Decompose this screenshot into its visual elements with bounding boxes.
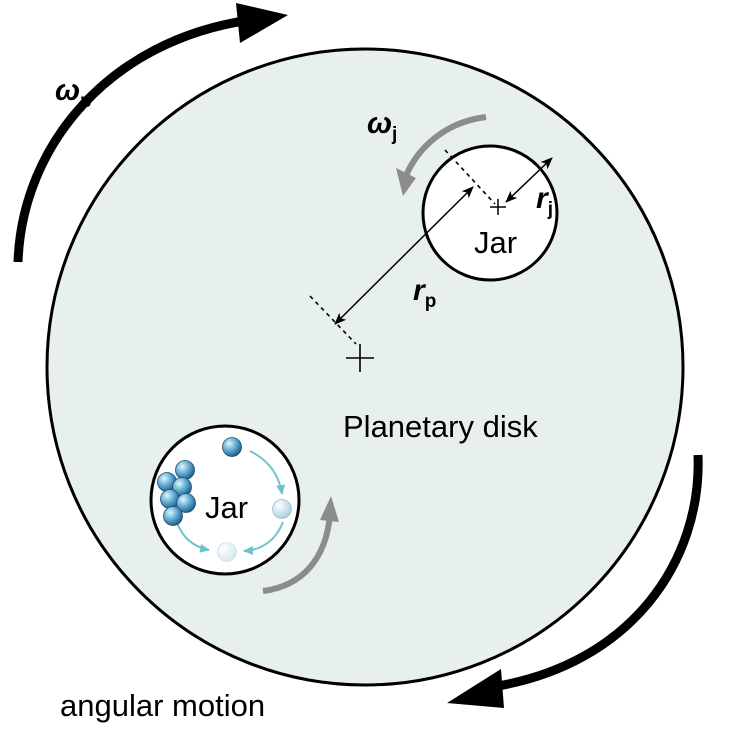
disk-rotation-arrow-bottom: [491, 454, 703, 692]
ball-ghost: [272, 499, 292, 519]
disk-center-cross: [346, 344, 374, 372]
disk-rotation-arrow-top: [13, 15, 251, 263]
planetary-disk-label: Planetary disk: [343, 409, 538, 444]
jar-center-cross: [490, 199, 506, 215]
disk-reference-dashes: [309, 295, 357, 345]
jar-top-label: Jar: [474, 225, 517, 260]
jar-bottom-label: Jar: [205, 490, 248, 525]
planetary-disk: [45, 47, 685, 687]
angular-motion-label: angular motion: [60, 688, 265, 723]
omega-j-label: ωj: [367, 107, 397, 145]
rp-label: rp: [413, 274, 436, 312]
omega-p-label: ωp: [55, 74, 92, 112]
grinding-balls: [157, 437, 292, 562]
disk-rotation-arrowhead-top: [236, 3, 288, 43]
ball-path-arrow-bottom-left: [176, 522, 210, 553]
ball: [222, 437, 242, 457]
ball: [175, 460, 195, 480]
jar-rotation-arrowhead-bottom: [320, 496, 339, 522]
jar-rotation-arrow-top: [402, 114, 487, 180]
ball: [163, 506, 183, 526]
ball-ghost: [217, 542, 237, 562]
rj-label: rj: [536, 182, 553, 220]
disk-rotation-arrowhead-bottom: [447, 669, 504, 708]
ball-path-arrow-right: [249, 450, 286, 495]
rj-arrow: [505, 157, 553, 203]
rp-arrow: [334, 186, 474, 325]
jar-rotation-arrow-bottom: [262, 514, 333, 594]
ball-path-arrow-bottom-right: [243, 521, 284, 555]
ball: [176, 493, 196, 513]
jar-rotation-arrowhead-top: [396, 168, 416, 196]
